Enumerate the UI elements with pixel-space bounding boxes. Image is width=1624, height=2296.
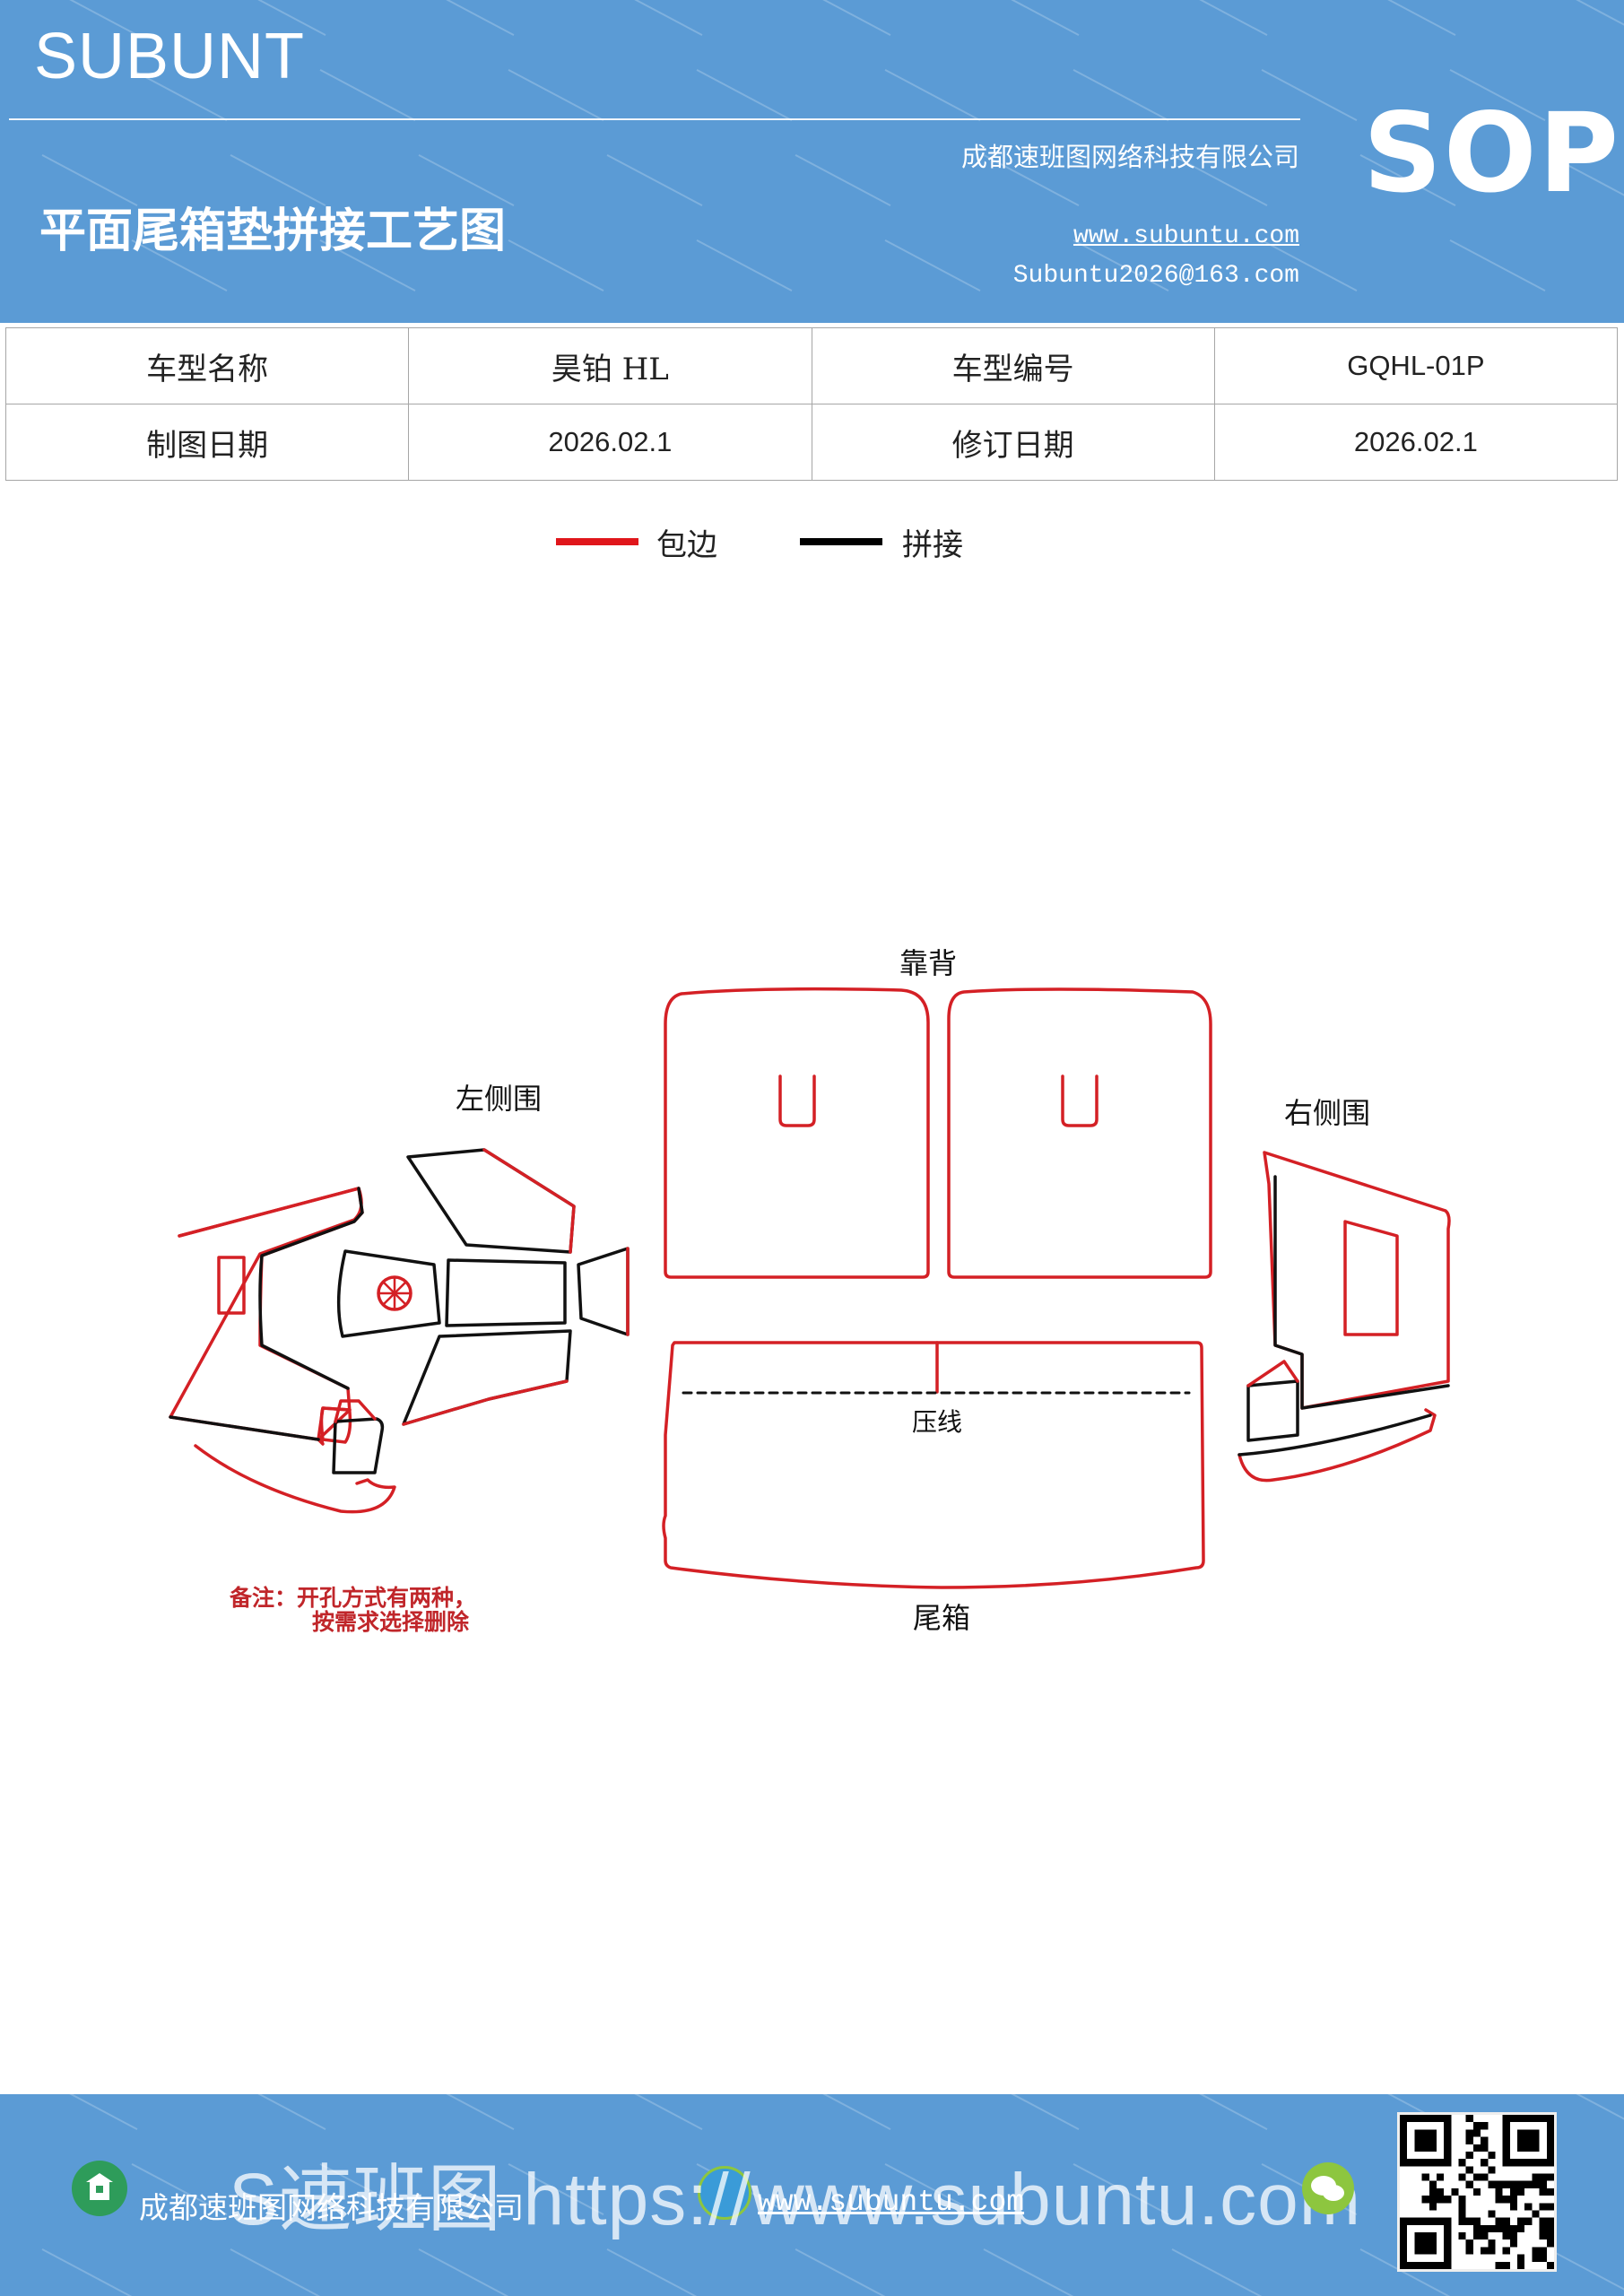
left-side-seam-lower [169,1415,320,1441]
email-address[interactable]: Subuntu2026@163.com [1012,262,1299,290]
backrest-right-panel [947,987,1212,1279]
table-row: 制图日期 2026.02.1 修订日期 2026.02.1 [4,404,1619,481]
backrest-left-headrest-slot [778,1074,816,1127]
qr-code [1397,2112,1557,2272]
right-side-lower-seam [1238,1413,1432,1457]
left-side-tile-right [577,1247,630,1336]
header-divider [9,118,1300,120]
sop-badge: SOP [1363,90,1620,217]
label-left-side: 左侧围 [456,1082,542,1116]
right-side-window-cutout [1343,1220,1399,1336]
brand-logo-text: SUBUNT [34,21,306,92]
table-row: 车型名称 昊铂 HL 车型编号 GQHL-01P [4,327,1619,404]
left-side-tile-speaker [336,1249,441,1338]
watermark-stripe [1548,2248,1624,2296]
legend: 包边 拼接 [0,527,1624,572]
label-backrest: 靠背 [899,946,957,980]
table-cell: 制图日期 [4,404,410,481]
watermark-stripe [41,2248,138,2296]
legend-swatch-edge [556,538,638,545]
watermark-stripe [1171,2094,1268,2131]
watermark-stripe [983,2248,1080,2296]
legend-label-seam: 拼接 [902,527,963,563]
table-cell: 车型名称 [4,327,410,404]
vehicle-info-table: 车型名称 昊铂 HL 车型编号 GQHL-01P 制图日期 2026.02.1 … [4,327,1619,481]
left-side-speaker-cutout [217,1256,246,1315]
watermark-stripe [418,2094,515,2131]
right-side-main-panel [1263,1151,1451,1410]
trunk-floor-panel [662,1341,1205,1589]
watermark-stripe [41,2094,138,2131]
backrest-right-headrest-slot [1061,1074,1099,1127]
label-right-side: 右侧围 [1284,1096,1370,1130]
left-side-pocket-top [334,1399,377,1423]
watermark-stripe [418,2248,515,2296]
watermark-stripe [1548,2094,1624,2131]
trunk-mat-diagram: 靠背 左侧围 右侧围 压线 尾箱 备注：开孔方式有两种， 按需求选择删除 [169,946,1451,1635]
right-side-pocket-top [1246,1360,1299,1387]
watermark-stripe [606,2094,703,2131]
watermark-stripe [795,2094,891,2131]
website-link[interactable]: www.subuntu.com [1073,222,1299,250]
left-side-outer-panel [169,1187,363,1441]
note-line-1: 备注：开孔方式有两种， [229,1585,476,1611]
note-line-2: 按需求选择删除 [312,1609,470,1635]
watermark-stripe [795,2248,891,2296]
left-side-tile-middle [445,1258,567,1327]
speaker-grille-spokes [377,1275,413,1311]
left-side-tile-bottom-edge [402,1379,569,1426]
watermark-stripe [1171,2248,1268,2296]
left-side-seam-upper [258,1187,364,1390]
right-side-pocket [1246,1379,1299,1442]
footer-website-link[interactable]: www.subuntu.com [758,2186,1025,2219]
wechat-icon [1302,2162,1354,2214]
left-side-tile-top-edge [482,1148,576,1254]
legend-swatch-seam [800,538,882,545]
table-cell: 昊铂 HL [408,327,812,404]
right-side-seam [1273,1175,1450,1410]
building-icon [72,2161,127,2216]
watermark-stripe [230,2248,326,2296]
watermark-stripe [983,2094,1080,2131]
label-press-line: 压线 [912,1407,962,1437]
left-side-tile-top [406,1148,576,1254]
right-side-lower-edge [1238,1408,1437,1483]
watermark-stripe [230,2094,326,2131]
left-side-lower-edge [194,1444,396,1514]
company-name: 成都速班图网络科技有限公司 [960,142,1299,172]
backrest-left-panel [664,987,930,1279]
table-cell: 修订日期 [811,404,1215,481]
left-side-tile-bottom [402,1329,572,1426]
footer-company-name: 成都速班图网络科技有限公司 [139,2190,524,2225]
table-cell: 2026.02.1 [408,404,812,481]
globe-icon [698,2166,751,2220]
document-title: 平面尾箱垫拼接工艺图 [39,204,507,258]
table-cell: 2026.02.1 [1213,404,1619,481]
table-cell: 车型编号 [811,327,1215,404]
watermark-stripe [606,2248,703,2296]
footer-banner: 成都速班图网络科技有限公司 www.subuntu.com S速班图 https… [0,2094,1624,2296]
table-cell: GQHL-01P [1213,327,1619,404]
header-banner: SUBUNT 平面尾箱垫拼接工艺图 成都速班图网络科技有限公司 www.subu… [0,0,1624,323]
footer-watermark-overlay: S速班图 https://www.subuntu.com [229,2159,1362,2240]
left-side-pocket [332,1417,385,1474]
label-trunk: 尾箱 [913,1601,970,1635]
legend-label-edge: 包边 [656,527,717,563]
